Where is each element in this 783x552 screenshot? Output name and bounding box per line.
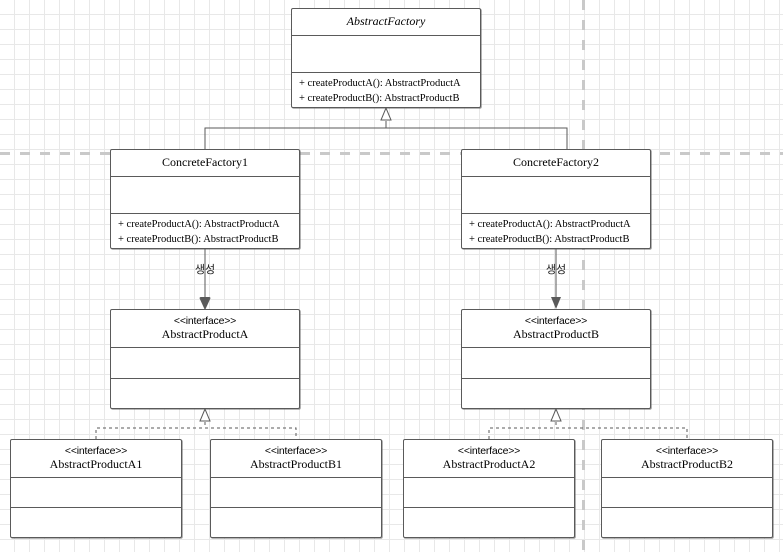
- class-name-abstractproducta2: AbstractProductA2: [442, 457, 536, 472]
- operation-row: + createProductB(): AbstractProductB: [299, 92, 460, 104]
- class-title-abstractproducta2: <<interface>> AbstractProductA2: [404, 440, 574, 478]
- generalization-concretefactories-to-abstractfactory: [204, 106, 568, 149]
- class-title-concretefactory2: ConcreteFactory2: [462, 150, 650, 177]
- operation-row: + createProductB(): AbstractProductB: [118, 233, 279, 245]
- class-name-abstractproducta1: AbstractProductA1: [49, 457, 143, 472]
- class-attributes-concretefactory1: [111, 177, 299, 214]
- class-title-abstractproducta1: <<interface>> AbstractProductA1: [11, 440, 181, 478]
- class-title-abstractproductb: <<interface>> AbstractProductB: [462, 310, 650, 348]
- class-attributes-abstractproductb1: [211, 478, 381, 508]
- class-box-abstractproductb1[interactable]: <<interface>> AbstractProductB1: [210, 439, 382, 538]
- class-name-abstractfactory: AbstractFactory: [346, 14, 426, 28]
- class-operations-concretefactory1: + createProductA(): AbstractProductA + c…: [111, 214, 299, 252]
- realization-products1-to-abstractproducta: [95, 407, 297, 439]
- class-title-abstractproductb1: <<interface>> AbstractProductB1: [211, 440, 381, 478]
- class-title-abstractfactory: AbstractFactory: [292, 9, 480, 36]
- stereotype-label: <<interface>>: [264, 445, 328, 457]
- class-attributes-abstractproductb2: [602, 478, 772, 508]
- class-box-abstractproducta[interactable]: <<interface>> AbstractProductA: [110, 309, 300, 409]
- class-box-abstractproducta2[interactable]: <<interface>> AbstractProductA2: [403, 439, 575, 538]
- class-box-concretefactory2[interactable]: ConcreteFactory2 + createProductA(): Abs…: [461, 149, 651, 249]
- class-name-abstractproductb: AbstractProductB: [513, 327, 599, 342]
- class-name-concretefactory2: ConcreteFactory2: [513, 155, 599, 169]
- operation-row: + createProductB(): AbstractProductB: [469, 233, 630, 245]
- stereotype-label: <<interface>>: [655, 445, 719, 457]
- class-name-abstractproducta: AbstractProductA: [161, 327, 249, 342]
- operation-row: + createProductA(): AbstractProductA: [469, 219, 631, 230]
- class-box-abstractfactory[interactable]: AbstractFactory + createProductA(): Abst…: [291, 8, 481, 108]
- class-operations-concretefactory2: + createProductA(): AbstractProductA + c…: [462, 214, 650, 252]
- dependency-concretefactory1-creates-abstractproducta: [199, 249, 211, 310]
- class-attributes-abstractproducta1: [11, 478, 181, 508]
- class-box-concretefactory1[interactable]: ConcreteFactory1 + createProductA(): Abs…: [110, 149, 300, 249]
- stereotype-label: <<interface>>: [457, 445, 521, 457]
- class-title-concretefactory1: ConcreteFactory1: [111, 150, 299, 177]
- operation-row: + createProductA(): AbstractProductA: [118, 219, 280, 230]
- class-title-abstractproducta: <<interface>> AbstractProductA: [111, 310, 299, 348]
- operation-row: + createProductA(): AbstractProductA: [299, 78, 461, 89]
- class-attributes-abstractproducta: [111, 348, 299, 379]
- edge-label-create-right: 생성: [545, 264, 567, 276]
- realization-products2-to-abstractproductb: [488, 407, 688, 439]
- class-operations-abstractfactory: + createProductA(): AbstractProductA + c…: [292, 73, 480, 111]
- class-attributes-abstractfactory: [292, 36, 480, 73]
- class-title-abstractproductb2: <<interface>> AbstractProductB2: [602, 440, 772, 478]
- page-break-horizontal: [0, 152, 783, 155]
- edge-label-create-left: 생성: [194, 264, 216, 276]
- dependency-concretefactory2-creates-abstractproductb: [551, 249, 561, 309]
- class-name-concretefactory1: ConcreteFactory1: [162, 155, 248, 169]
- stereotype-label: <<interface>>: [173, 315, 237, 327]
- class-attributes-abstractproducta2: [404, 478, 574, 508]
- page-break-vertical: [582, 0, 585, 552]
- class-attributes-concretefactory2: [462, 177, 650, 214]
- stereotype-label: <<interface>>: [524, 315, 588, 327]
- class-name-abstractproductb2: AbstractProductB2: [641, 457, 733, 472]
- class-box-abstractproductb2[interactable]: <<interface>> AbstractProductB2: [601, 439, 773, 538]
- class-box-abstractproductb[interactable]: <<interface>> AbstractProductB: [461, 309, 651, 409]
- class-name-abstractproductb1: AbstractProductB1: [250, 457, 342, 472]
- stereotype-label: <<interface>>: [64, 445, 128, 457]
- class-attributes-abstractproductb: [462, 348, 650, 379]
- class-box-abstractproducta1[interactable]: <<interface>> AbstractProductA1: [10, 439, 182, 538]
